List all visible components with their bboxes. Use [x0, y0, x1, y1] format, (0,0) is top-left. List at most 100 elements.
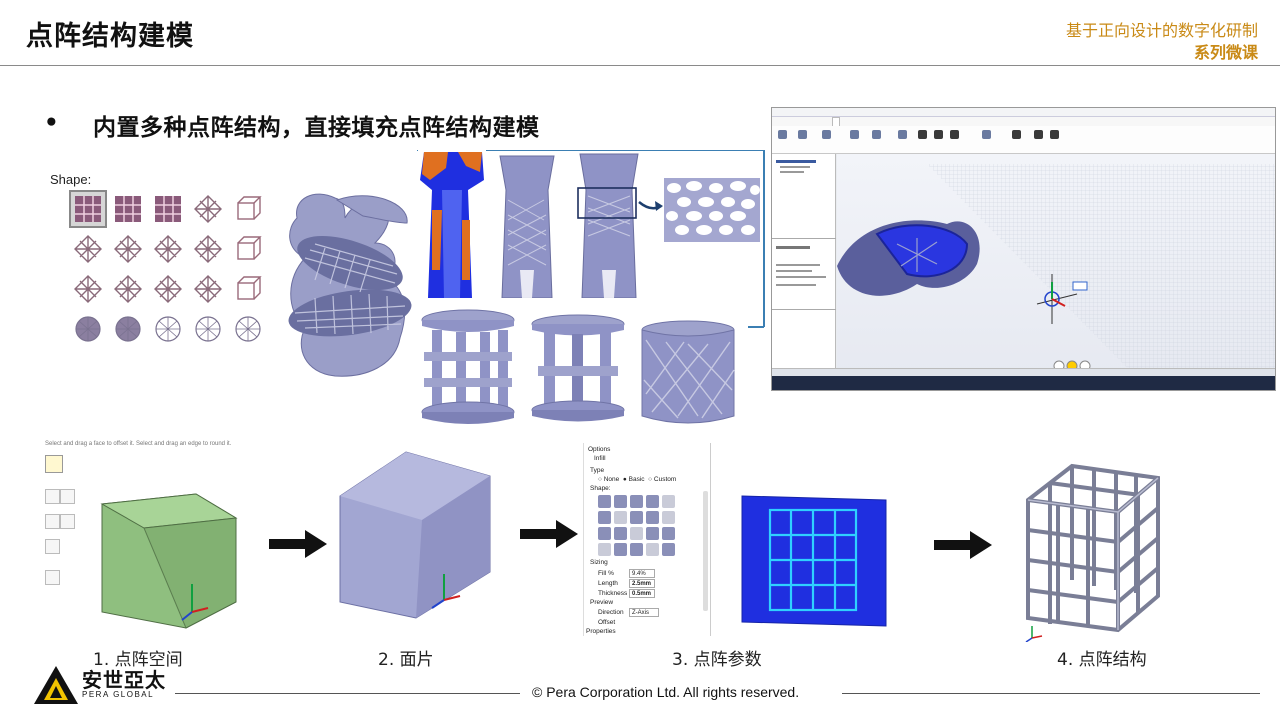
lattice-shape-thumb[interactable]: [229, 270, 267, 308]
fill-percent-field[interactable]: 9.4%: [629, 569, 655, 578]
logo-text-en: PERA GLOBAL: [82, 690, 155, 699]
type-basic-radio[interactable]: ● Basic: [622, 476, 645, 483]
shape-option-thumb[interactable]: [662, 527, 675, 540]
lattice-shape-thumb[interactable]: [189, 310, 227, 348]
lattice-shape-thumb[interactable]: [149, 310, 187, 348]
lattice-shape-thumb[interactable]: [149, 270, 187, 308]
tool-hint-text: Select and drag a face to offset it. Sel…: [45, 441, 232, 447]
lattice-thumb-icon: [75, 316, 101, 342]
lattice-shape-thumb[interactable]: [189, 270, 227, 308]
thickness-field[interactable]: 0.5mm: [629, 589, 655, 598]
header-divider: [0, 65, 1280, 66]
shape-option-thumb[interactable]: [614, 511, 627, 524]
shape-option-thumb[interactable]: [662, 543, 675, 556]
lattice-cylinder-image-1: [421, 309, 515, 424]
lattice-shape-thumb[interactable]: [69, 270, 107, 308]
footer-divider-left: [175, 693, 520, 694]
lattice-shape-thumb[interactable]: [229, 190, 267, 228]
shape-option-thumb[interactable]: [614, 495, 627, 508]
gallery-grid: [69, 190, 268, 349]
shape-option-thumb[interactable]: [598, 495, 611, 508]
lattice-thumb-icon: [74, 275, 102, 303]
type-none-radio[interactable]: ○ None: [598, 476, 620, 483]
lattice-shape-thumb[interactable]: [229, 310, 267, 348]
series-label: 基于正向设计的数字化研制 系列微课: [1066, 20, 1258, 64]
length-field[interactable]: 2.5mm: [629, 579, 655, 588]
shape-option-thumb[interactable]: [614, 527, 627, 540]
tweak-tool-icon[interactable]: [45, 539, 60, 554]
lattice-zoom-image: [664, 178, 760, 242]
lattice-shape-thumb[interactable]: [109, 310, 147, 348]
lattice-thumb-icon: [237, 236, 262, 260]
fill-tool-icon[interactable]: [45, 514, 60, 529]
series-line-1: 基于正向设计的数字化研制: [1065, 21, 1258, 40]
lattice-shape-gallery: Shape:: [45, 160, 270, 365]
step-label-3: 3. 点阵参数: [672, 650, 762, 670]
lattice-shape-thumb[interactable]: [189, 190, 227, 228]
shape-option-thumb[interactable]: [662, 495, 675, 508]
lattice-thumb-icon: [114, 235, 142, 263]
shape-option-thumb[interactable]: [598, 527, 611, 540]
shape-option-thumb[interactable]: [630, 543, 643, 556]
shape-picker-grid: [598, 495, 675, 556]
logo-text-cn: 安世亞太: [82, 668, 166, 692]
shape-option-thumb[interactable]: [598, 511, 611, 524]
direction-select[interactable]: Z-Axis: [629, 608, 659, 617]
shape-option-thumb[interactable]: [598, 543, 611, 556]
lattice-thumb-icon: [194, 275, 222, 303]
lattice-thumb-icon: [154, 275, 182, 303]
lattice-options-panel: Options Infill Type ○ None ● Basic ○ Cus…: [583, 443, 711, 636]
lattice-shape-thumb[interactable]: [109, 270, 147, 308]
move-tool-icon[interactable]: [60, 489, 75, 504]
app-titlebar: [772, 108, 1275, 117]
lattice-shape-thumb[interactable]: [69, 310, 107, 348]
step-label-2: 2. 面片: [378, 650, 434, 670]
app-document-tabs: [772, 368, 1275, 376]
shape-option-thumb[interactable]: [662, 511, 675, 524]
blend-tool-icon[interactable]: [60, 514, 75, 529]
lattice-shape-thumb[interactable]: [69, 190, 107, 228]
lattice-thumb-icon: [75, 196, 101, 222]
shape-option-thumb[interactable]: [614, 543, 627, 556]
options-title: Options: [588, 446, 611, 453]
type-custom-radio[interactable]: ○ Custom: [648, 476, 677, 483]
shape-option-thumb[interactable]: [630, 495, 643, 508]
lattice-shape-thumb[interactable]: [149, 190, 187, 228]
lattice-thumb-icon: [115, 316, 141, 342]
zoom-arrow-icon: [638, 201, 663, 211]
lattice-shape-thumb[interactable]: [109, 190, 147, 228]
company-logo: 安世亞太 PERA GLOBAL: [32, 664, 167, 708]
app-ribbon: [772, 126, 1275, 154]
shape-option-thumb[interactable]: [646, 543, 659, 556]
lattice-shape-thumb[interactable]: [189, 230, 227, 268]
lattice-shape-thumb[interactable]: [69, 230, 107, 268]
lattice-shape-thumb[interactable]: [229, 230, 267, 268]
shape-option-thumb[interactable]: [646, 495, 659, 508]
shape-label: Shape:: [590, 485, 611, 492]
topology-result-image: [418, 150, 486, 298]
select-tool-icon[interactable]: [45, 455, 63, 473]
lattice-thumb-icon: [194, 235, 222, 263]
flow-arrow-2: [520, 520, 578, 548]
properties-label: Properties: [586, 628, 616, 635]
shape-option-thumb[interactable]: [646, 527, 659, 540]
shape-option-thumb[interactable]: [630, 527, 643, 540]
lattice-shape-thumb[interactable]: [149, 230, 187, 268]
preview-label: Preview: [590, 599, 614, 606]
app-3d-viewport[interactable]: [837, 154, 1275, 378]
lattice-shape-thumb[interactable]: [109, 230, 147, 268]
slide-title: 点阵结构建模: [26, 21, 194, 52]
panel-frame-bottom: [748, 326, 764, 328]
shape-option-thumb[interactable]: [646, 511, 659, 524]
lattice-thumb-icon: [235, 316, 261, 342]
options-scrollbar[interactable]: [703, 491, 708, 611]
fill-row: Fill %9.4%: [598, 569, 655, 578]
sizing-label: Sizing: [590, 559, 608, 566]
viewport-scene: [837, 164, 1275, 378]
lattice-structure-cube: [1025, 463, 1160, 642]
lattice-tool-icon[interactable]: [45, 570, 60, 585]
shape-option-thumb[interactable]: [630, 511, 643, 524]
pull-tool-icon[interactable]: [45, 489, 60, 504]
offset-label: Offset: [598, 619, 616, 626]
app-ribbon-tabs: [772, 117, 1275, 126]
